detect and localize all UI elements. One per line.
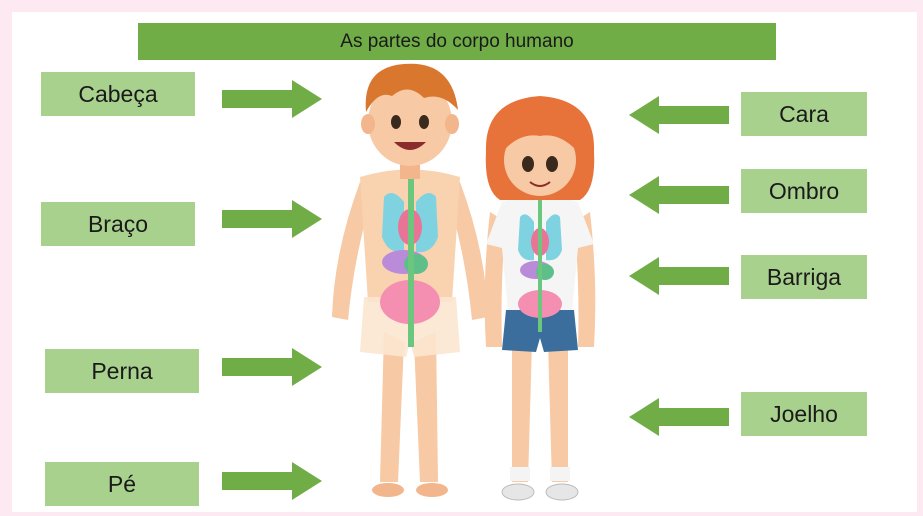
label-perna: Perna xyxy=(45,349,199,393)
arrow-left-icon xyxy=(629,257,729,295)
arrow-left-icon xyxy=(629,176,729,214)
arrow-left-icon xyxy=(629,96,729,134)
label-ombro: Ombro xyxy=(741,169,867,213)
girl-figure xyxy=(484,96,596,501)
arrow-right-icon xyxy=(222,80,322,118)
boy-figure xyxy=(332,63,488,497)
label-cara: Cara xyxy=(741,92,867,136)
label-braco: Braço xyxy=(41,202,195,246)
arrow-right-icon xyxy=(222,348,322,386)
label-cabeca: Cabeça xyxy=(41,72,195,116)
diagram-canvas: As partes do corpo humano Cabeça Braço P… xyxy=(12,12,917,512)
diagram-title: As partes do corpo humano xyxy=(138,23,776,60)
arrow-right-icon xyxy=(222,200,322,238)
label-joelho: Joelho xyxy=(741,392,867,436)
label-pe: Pé xyxy=(45,462,199,506)
figures-illustration xyxy=(332,63,596,501)
label-barriga: Barriga xyxy=(741,255,867,299)
arrow-right-icon xyxy=(222,462,322,500)
arrow-left-icon xyxy=(629,398,729,436)
